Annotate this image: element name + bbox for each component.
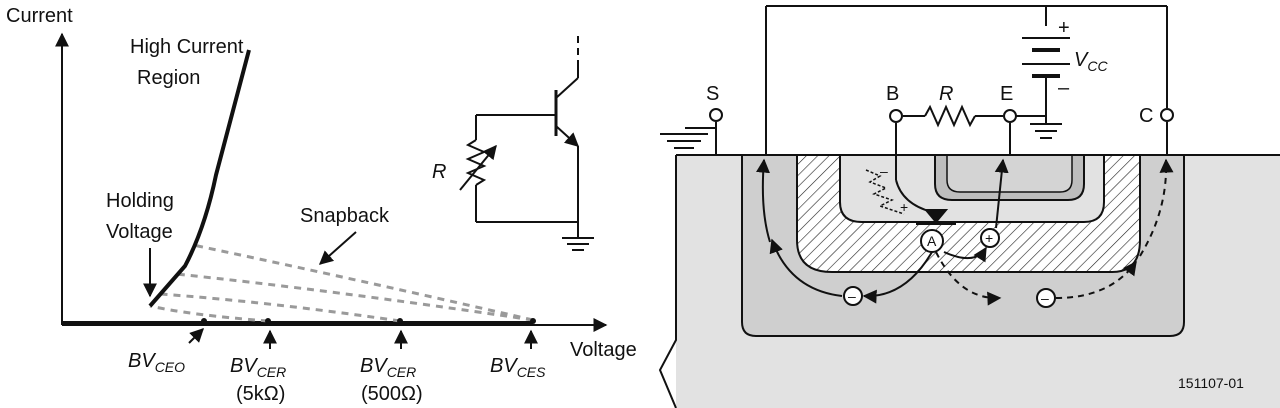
terminal-b: [889, 109, 903, 123]
internal-r-plus: +: [900, 199, 908, 215]
internal-r-minus: –: [880, 163, 888, 179]
terminal-c: [1160, 108, 1174, 122]
terminal-s: [709, 108, 723, 122]
cross-section-resistor-label: R: [939, 83, 953, 105]
snapback-label: Snapback: [300, 205, 390, 227]
snapback-curve-500: [175, 272, 534, 322]
internal-base-resistance: [865, 169, 905, 215]
breakdown-point-5k: [265, 318, 271, 324]
electron-carrier-2: [1036, 288, 1056, 308]
figure-id: 151107-01: [1178, 375, 1244, 391]
tick-note-5k: (5kΩ): [236, 383, 285, 405]
snapback-curve-ceo: [149, 304, 269, 323]
snapback-curve-5k: [159, 292, 401, 323]
emitter-inner: [946, 154, 1073, 193]
holding-label-line1: Holding: [106, 190, 174, 212]
breakdown-point-500: [397, 318, 403, 324]
tick-label-bvces: BVCES: [490, 355, 546, 380]
electron-path-to-collector-surface: [756, 158, 771, 243]
hole-symbol: +: [985, 230, 993, 246]
high-current-label-line2: Region: [137, 67, 200, 89]
vcc-minus: –: [1058, 77, 1070, 99]
substrate-jagged-edge: [658, 155, 677, 408]
terminal-e: [1003, 109, 1017, 123]
hole-path-up: [994, 158, 1009, 229]
y-axis-label: Current: [6, 5, 73, 27]
x-axis-label: Voltage: [570, 339, 637, 361]
snapback-arrow: [318, 231, 357, 265]
node-a-label: A: [927, 233, 937, 249]
electron-symbol-1: –: [848, 288, 856, 304]
electron-path-collector: [1055, 260, 1137, 299]
iv-chart: Current Voltage BVCEO BVCER (5kΩ: [6, 5, 637, 405]
base-emitter-resistor: [924, 104, 976, 128]
electron-path-left: [862, 251, 933, 304]
hole-carrier: [980, 228, 1000, 248]
tick-label-bvcer-5k: BVCER: [230, 355, 286, 380]
electron-path-return: [769, 238, 843, 297]
schematic-resistor-label: R: [432, 161, 446, 183]
high-current-label-line1: High Current: [130, 36, 244, 58]
tick-labels: BVCEO BVCER (5kΩ) BVCER (500Ω) BVCES: [128, 350, 546, 405]
base-emitter-diode: [916, 209, 956, 225]
tick-arrows: [188, 328, 538, 349]
holding-label-line2: Voltage: [106, 221, 173, 243]
snapback-curves: [149, 243, 534, 323]
vcc-label: VCC: [1074, 49, 1108, 74]
electron-symbol-2: –: [1041, 290, 1049, 306]
terminal-e-label: E: [1000, 83, 1013, 105]
tick-note-500: (500Ω): [361, 383, 423, 405]
device-cross-section: S B E C R VCC + – – + A + – –: [658, 5, 1280, 408]
electron-path-right: [935, 251, 1002, 306]
current-paths: [756, 158, 1174, 306]
hole-path-to-emitter: [943, 246, 987, 263]
tick-label-bvceo: BVCEO: [128, 350, 185, 375]
snapback-curve-ces: [192, 243, 534, 322]
terminal-c-label: C: [1139, 105, 1153, 127]
breakdown-point-ceo: [201, 318, 207, 324]
variable-resistor-arrow: [459, 144, 497, 191]
vcc-plus: +: [1058, 17, 1070, 39]
variable-resistor: [465, 139, 487, 186]
electron-carrier-1: [843, 286, 863, 306]
tick-label-bvcer-500: BVCER: [360, 355, 416, 380]
terminal-s-label: S: [706, 83, 719, 105]
holding-to-high-current-curve: [148, 49, 251, 308]
electron-path-collector-up: [1139, 158, 1174, 257]
transistor-schematic: [459, 36, 594, 251]
terminal-b-label: B: [886, 83, 899, 105]
breakdown-point-ces: [530, 318, 536, 324]
